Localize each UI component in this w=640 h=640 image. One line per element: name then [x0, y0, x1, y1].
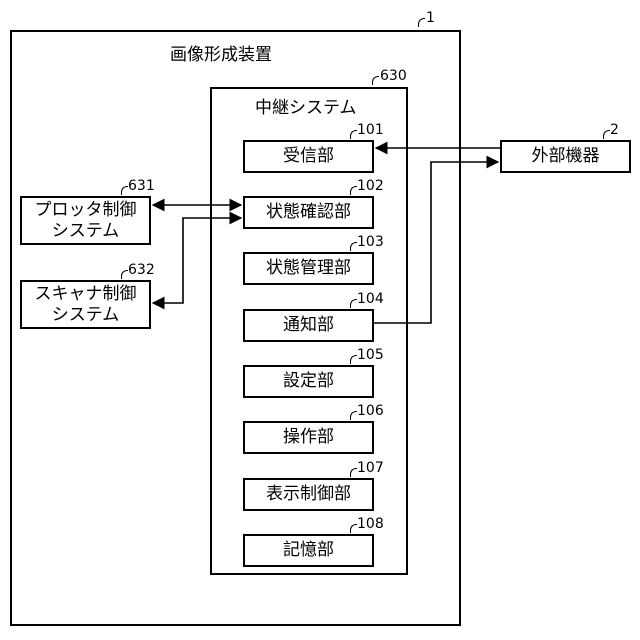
- arrow-notification-to-external: [374, 162, 498, 323]
- arrow-scanner-status-check: [153, 218, 241, 303]
